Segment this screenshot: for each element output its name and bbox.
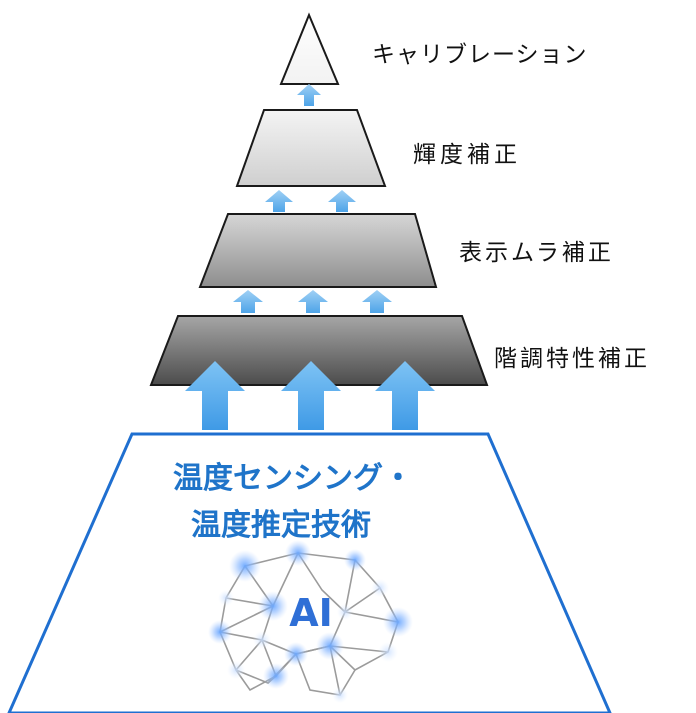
arrow-up-icon [375,361,435,430]
arrow-up-icon [185,361,245,430]
pyramid-base-shape [7,432,612,713]
ai-label: AI [289,591,333,635]
arrow-up-icon [233,290,263,313]
arrow-up-icon [281,361,341,430]
arrow-up-icon [265,190,293,212]
level-label-calibration: キャリブレーション [372,42,588,68]
pyramid-level-2-shape [235,109,387,187]
ai-brain-icon [208,540,413,703]
level-label-gradation-correction: 階調特性補正 [494,346,650,372]
base-title-line1: 温度センシング・ [173,461,413,496]
arrow-up-icon [328,190,356,212]
pyramid-level-1-shape [279,12,340,85]
arrow-up-icon [362,290,392,313]
arrow-up-icon [297,84,321,106]
arrow-up-icon [298,290,328,313]
pyramid-level-3-shape [198,213,438,288]
level-label-luminance-correction: 輝度補正 [413,142,521,168]
level-label-mura-correction: 表示ムラ補正 [459,240,614,266]
base-title-line2: 温度推定技術 [191,508,371,543]
